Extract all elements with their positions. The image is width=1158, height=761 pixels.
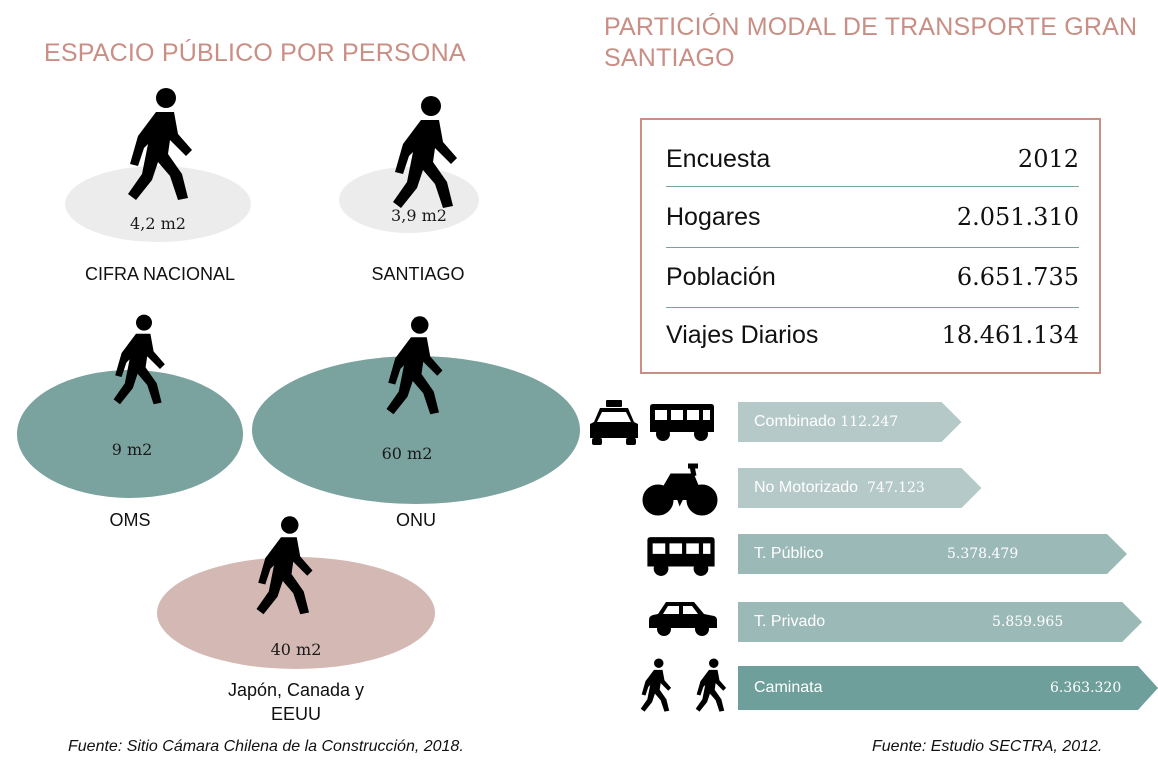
right-source-note: Fuente: Estudio SECTRA, 2012. <box>872 738 1103 755</box>
table-key: Población <box>666 262 776 291</box>
table-key: Encuesta <box>666 144 771 173</box>
table-divider <box>666 307 1079 308</box>
left-panel-title: ESPACIO PÚBLICO POR PERSONA <box>44 39 466 67</box>
bus-icon <box>650 404 714 441</box>
area-label-japon-canada-eeuu: Japón, Canada y EEUU <box>186 678 406 726</box>
bar-shape <box>738 468 982 508</box>
table-row: Encuesta 2012 <box>666 130 1079 188</box>
walker-icon <box>393 96 457 208</box>
taxi-icon <box>590 400 638 445</box>
bar-value: 6.363.320 <box>1050 680 1122 696</box>
area-label-line1: Japón, Canada y <box>227 680 365 700</box>
right-title-line2: SANTIAGO <box>604 44 735 72</box>
walker-icon <box>695 658 727 712</box>
table-value: 2012 <box>1017 145 1079 173</box>
survey-table: Encuesta 2012 Hogares 2.051.310 Població… <box>640 118 1101 374</box>
table-value: 2.051.310 <box>956 203 1079 231</box>
table-divider <box>666 247 1079 248</box>
right-title-line1: PARTICIÓN MODAL DE TRANSPORTE GRAN <box>604 13 1138 41</box>
area-label-oms: OMS <box>109 510 151 530</box>
bar-value: 5.378.479 <box>947 546 1019 562</box>
walker-icon <box>386 316 443 415</box>
table-key: Hogares <box>666 202 761 231</box>
area-label-onu: ONU <box>396 510 436 530</box>
table-row: Hogares 2.051.310 <box>666 188 1079 246</box>
bar-shape <box>738 402 962 442</box>
table-row: Población 6.651.735 <box>666 248 1079 306</box>
area-label-santiago: SANTIAGO <box>371 264 465 284</box>
area-ellipse-japon-canada-eeuu <box>157 557 435 669</box>
area-value-japon-canada-eeuu: 40 m2 <box>270 640 322 659</box>
walker-icon <box>113 314 165 405</box>
bus-icon <box>647 537 715 576</box>
right-panel-title: PARTICIÓN MODAL DE TRANSPORTE GRAN SANTI… <box>604 12 1137 74</box>
left-source-note: Fuente: Sitio Cámara Chilena de la Const… <box>68 738 464 755</box>
table-divider <box>666 186 1079 187</box>
bar-label: T. Privado <box>754 613 826 630</box>
bicycle-icon <box>642 463 718 516</box>
table-value: 18.461.134 <box>941 321 1079 349</box>
car-icon <box>649 602 717 636</box>
area-ellipse-cifra-nacional <box>65 166 251 242</box>
area-label-cifra-nacional: CIFRA NACIONAL <box>84 264 236 284</box>
bar-shape <box>738 602 1143 642</box>
walker-icon <box>256 516 313 615</box>
table-key: Viajes Diarios <box>666 320 819 349</box>
table-value: 6.651.735 <box>956 263 1079 291</box>
bar-label: Combinado 112.247 <box>754 413 899 430</box>
area-value-cifra-nacional: 4,2 m2 <box>130 214 186 233</box>
bar-label: Caminata <box>754 679 823 696</box>
area-value-oms: 9 m2 <box>111 440 153 459</box>
area-label-line2: EEUU <box>270 704 321 724</box>
area-value-santiago: 3,9 m2 <box>391 206 447 225</box>
bar-label: T. Público <box>754 545 824 562</box>
bar-label: No Motorizado 747.123 <box>754 479 925 496</box>
bar-shape <box>738 666 1158 710</box>
walker-icon <box>128 88 192 200</box>
bar-value: 5.859.965 <box>992 614 1064 630</box>
area-value-onu: 60 m2 <box>381 444 433 463</box>
bar-shape <box>738 534 1128 574</box>
walker-icon <box>640 658 672 712</box>
table-row: Viajes Diarios 18.461.134 <box>666 306 1079 364</box>
